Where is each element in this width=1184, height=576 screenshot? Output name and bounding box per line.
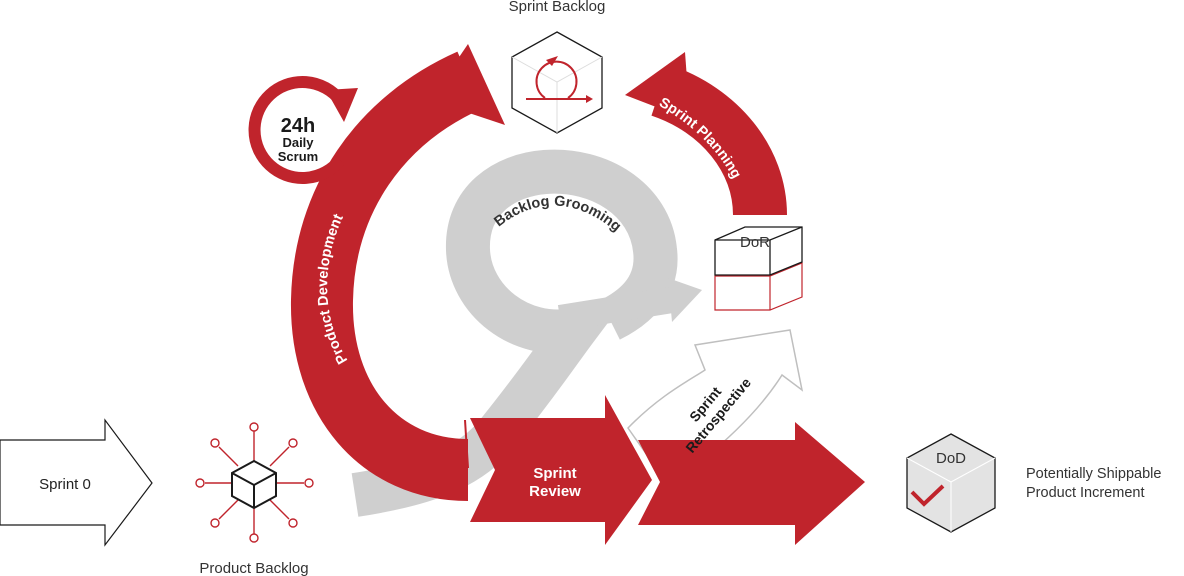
product-backlog-cube-icon xyxy=(231,459,277,510)
product-backlog-icon xyxy=(195,422,314,543)
dor-label: DoR xyxy=(740,234,770,251)
daily-scrum-label-scrum: Scrum xyxy=(278,149,318,164)
daily-scrum-label-daily: Daily xyxy=(282,135,314,150)
dod-label: DoD xyxy=(936,450,966,467)
daily-scrum-loop xyxy=(248,76,358,184)
product-development-arrow xyxy=(290,44,505,501)
product-backlog-label: Product Backlog xyxy=(199,560,308,576)
dor-icon xyxy=(714,226,803,311)
checkmark-icon xyxy=(910,484,945,507)
sprint-backlog-label: Sprint Backlog xyxy=(509,0,606,15)
sprint-0-arrow xyxy=(0,418,153,547)
sprint-backlog-icon xyxy=(511,31,603,134)
dod-icon xyxy=(906,433,996,533)
sprint-review-arrow xyxy=(470,395,652,545)
sprint-planning-arrow xyxy=(625,52,787,217)
product-increment-label: Product Increment xyxy=(1026,485,1144,501)
sprint-review-label-line2: Review xyxy=(529,483,581,500)
sprint-0-label: Sprint 0 xyxy=(39,476,91,493)
increment-arrow xyxy=(638,422,865,545)
sprint-review-label-line1: Sprint xyxy=(533,465,576,482)
daily-scrum-hours: 24h xyxy=(281,115,315,137)
potentially-shippable-label: Potentially Shippable xyxy=(1026,466,1161,482)
